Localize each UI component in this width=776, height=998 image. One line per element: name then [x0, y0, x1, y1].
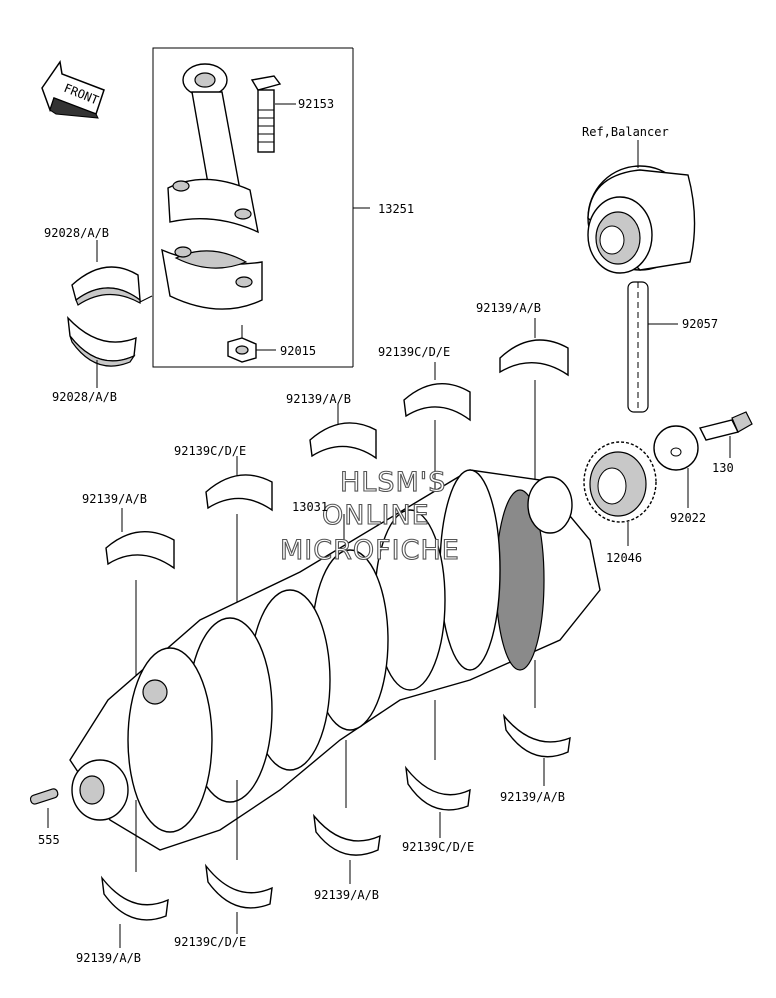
rod-bolt [250, 75, 296, 153]
part-label-130[interactable]: 130 [712, 461, 734, 475]
part-label-92139cde-bottom-1[interactable]: 92139C/D/E [402, 840, 474, 854]
part-label-92022[interactable]: 92022 [670, 511, 706, 525]
front-arrow-icon: FRONT [41, 60, 105, 119]
main-bearing-lower-2 [404, 700, 471, 838]
main-bearing-upper-2 [403, 362, 471, 500]
crankshaft [69, 469, 601, 851]
main-bearing-upper-3 [309, 404, 377, 460]
main-bearing-lower-1 [502, 660, 571, 786]
part-label-92139cde-top-3[interactable]: 92139C/D/E [174, 444, 246, 458]
part-label-13031[interactable]: 13031 [292, 500, 328, 514]
part-label-92139-top-4[interactable]: 92139/A/B [82, 492, 147, 506]
rod-bearing-lower [67, 315, 137, 388]
part-label-92015[interactable]: 92015 [280, 344, 316, 358]
balancer-chain [627, 281, 678, 413]
main-bearing-lower-3 [313, 740, 381, 884]
part-label-92139cde-top-1[interactable]: 92139C/D/E [378, 345, 450, 359]
main-bearing-lower-4 [204, 780, 273, 934]
connecting-rod [167, 63, 259, 234]
part-label-92139-top-2[interactable]: 92139/A/B [286, 392, 351, 406]
dowel-pin-555 [29, 788, 59, 828]
rod-cap [161, 246, 263, 310]
main-bearing-upper-5 [105, 508, 175, 690]
part-label-92153[interactable]: 92153 [298, 97, 334, 111]
part-label-555[interactable]: 555 [38, 833, 60, 847]
watermark-line-1: HLSM'S [340, 467, 446, 498]
rod-bearing-upper [71, 240, 153, 306]
part-label-92028-upper[interactable]: 92028/A/B [44, 226, 109, 240]
part-label-92139-bottom-2[interactable]: 92139/A/B [314, 888, 379, 902]
balancer-gear [587, 140, 696, 274]
reference-label: Ref,Balancer [582, 125, 669, 139]
watermark-line-3: MICROFICHE [280, 535, 460, 566]
part-label-13251[interactable]: 13251 [378, 202, 414, 216]
main-bearing-upper-1 [499, 318, 569, 500]
washer-92022 [653, 425, 699, 508]
part-label-92139-bottom-right[interactable]: 92139/A/B [500, 790, 565, 804]
part-label-92139-bottom-4[interactable]: 92139/A/B [76, 951, 141, 965]
part-label-92139-top-right[interactable]: 92139/A/B [476, 301, 541, 315]
gear-12046 [583, 441, 657, 546]
connecting-rod-group [152, 47, 370, 368]
part-label-92028-lower[interactable]: 92028/A/B [52, 390, 117, 404]
part-label-12046[interactable]: 12046 [606, 551, 642, 565]
part-label-92057[interactable]: 92057 [682, 317, 718, 331]
main-bearing-lower-5 [100, 800, 169, 948]
part-label-92139cde-bottom-3[interactable]: 92139C/D/E [174, 935, 246, 949]
rod-nut [227, 325, 276, 363]
watermark: HLSM'S ONLINE MICROFICHE [279, 466, 460, 566]
watermark-line-2: ONLINE [322, 500, 430, 531]
bolt-130 [698, 411, 753, 458]
